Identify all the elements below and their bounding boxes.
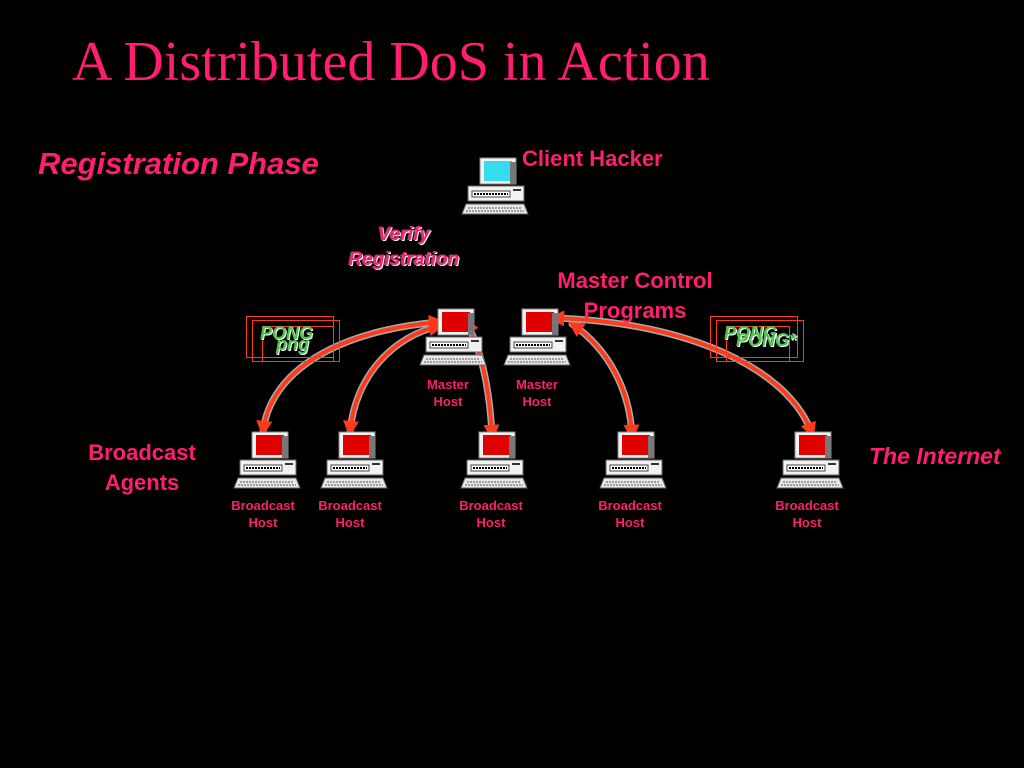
broadcast-host-line1: Broadcast — [775, 498, 839, 513]
master-host-label: Master Host — [492, 376, 582, 410]
broadcast-computer-icon — [599, 431, 667, 489]
client-hacker-label: Client Hacker — [522, 146, 663, 171]
broadcast-agents-line1: Broadcast — [88, 440, 196, 465]
master-host-line2: Host — [522, 394, 552, 409]
broadcast-host-line2: Host — [615, 515, 645, 530]
broadcast-agents-line2: Agents — [104, 470, 180, 495]
broadcast-host-label: Broadcast Host — [446, 497, 536, 531]
verify-registration-label: Verify Registration — [336, 222, 472, 272]
pong-star-packet-label: PONG* — [736, 330, 797, 350]
broadcast-agents-label: Broadcast Agents — [76, 438, 208, 498]
broadcast-host-label: Broadcast Host — [762, 497, 852, 531]
internet-label: The Internet — [869, 443, 1001, 469]
pong-packet-label: PONG — [260, 323, 314, 343]
master-control-line1: Master Control — [557, 268, 713, 293]
packet-box — [262, 326, 334, 362]
broadcast-computer-icon — [320, 431, 388, 489]
broadcast-host-line2: Host — [792, 515, 822, 530]
master-host-line1: Master — [516, 377, 558, 392]
broadcast-host-label: Broadcast Host — [218, 497, 308, 531]
broadcast-host-label: Broadcast Host — [585, 497, 675, 531]
pong-packet-label: PONG — [724, 323, 778, 343]
broadcast-computer-icon — [776, 431, 844, 489]
master-control-line2: Programs — [583, 298, 687, 323]
master-host-label: Master Host — [403, 376, 493, 410]
master-computer-icon — [419, 308, 487, 366]
registration-line: Registration — [348, 249, 460, 270]
phase-heading: Registration Phase — [38, 146, 319, 181]
broadcast-host-line2: Host — [476, 515, 506, 530]
broadcast-host-line2: Host — [248, 515, 278, 530]
client-computer-icon — [461, 157, 529, 215]
broadcast-host-line1: Broadcast — [459, 498, 523, 513]
page-title: A Distributed DoS in Action — [72, 31, 710, 93]
master-control-label: Master Control Programs — [540, 266, 730, 326]
master-host-line2: Host — [433, 394, 463, 409]
packet-box — [726, 326, 790, 362]
broadcast-host-label: Broadcast Host — [305, 497, 395, 531]
broadcast-computer-icon — [460, 431, 528, 489]
broadcast-host-line1: Broadcast — [231, 498, 295, 513]
broadcast-computer-icon — [233, 431, 301, 489]
broadcast-host-line2: Host — [335, 515, 365, 530]
png-packet-label: png — [276, 334, 309, 354]
broadcast-host-line1: Broadcast — [318, 498, 382, 513]
packet-box — [710, 316, 798, 358]
broadcast-host-line1: Broadcast — [598, 498, 662, 513]
master-host-line1: Master — [427, 377, 469, 392]
verify-line: Verify — [377, 224, 431, 245]
